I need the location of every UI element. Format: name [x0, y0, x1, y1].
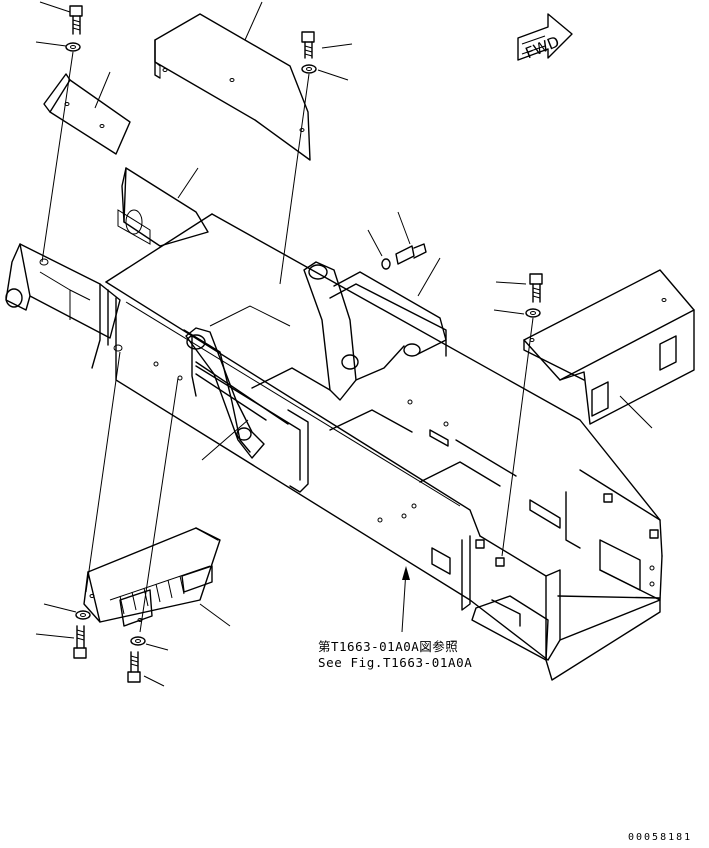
fwd-arrow-marker: FWD [517, 13, 573, 63]
cover-box-right [523, 269, 695, 429]
reference-note-english: See Fig.T1663-01A0A [318, 655, 473, 670]
reference-note-japanese: 第T1663-01A0A図参照 [318, 639, 459, 654]
bolt-bottom-left [35, 625, 87, 659]
assembly-axis-lines [41, 51, 534, 633]
bolt-center [395, 211, 427, 265]
washer-center [367, 229, 391, 270]
washer-bottom-left [43, 603, 91, 620]
fwd-label: FWD [523, 33, 562, 63]
lift-bracket-left [185, 327, 289, 459]
bolt-bottom-center [127, 651, 165, 687]
bolt-top-left [39, 1, 83, 35]
washer-top-center [301, 64, 349, 81]
bolt-top-center [301, 31, 353, 59]
cover-plate-top-center [154, 1, 311, 161]
washer-top-left [35, 41, 81, 52]
bracket-cover-small [43, 71, 131, 155]
mounting-bracket-center [303, 261, 447, 401]
reference-arrow [401, 566, 410, 633]
bracket-plate-center-right [329, 257, 447, 357]
main-frame [5, 213, 663, 681]
washer-bottom-center [130, 636, 169, 651]
washer-right [493, 308, 541, 318]
bolt-right [495, 273, 543, 303]
tray-bracket-bottom [83, 527, 231, 627]
bracket-cover-left [117, 167, 209, 247]
drawing-number: 00058181 [628, 832, 693, 843]
